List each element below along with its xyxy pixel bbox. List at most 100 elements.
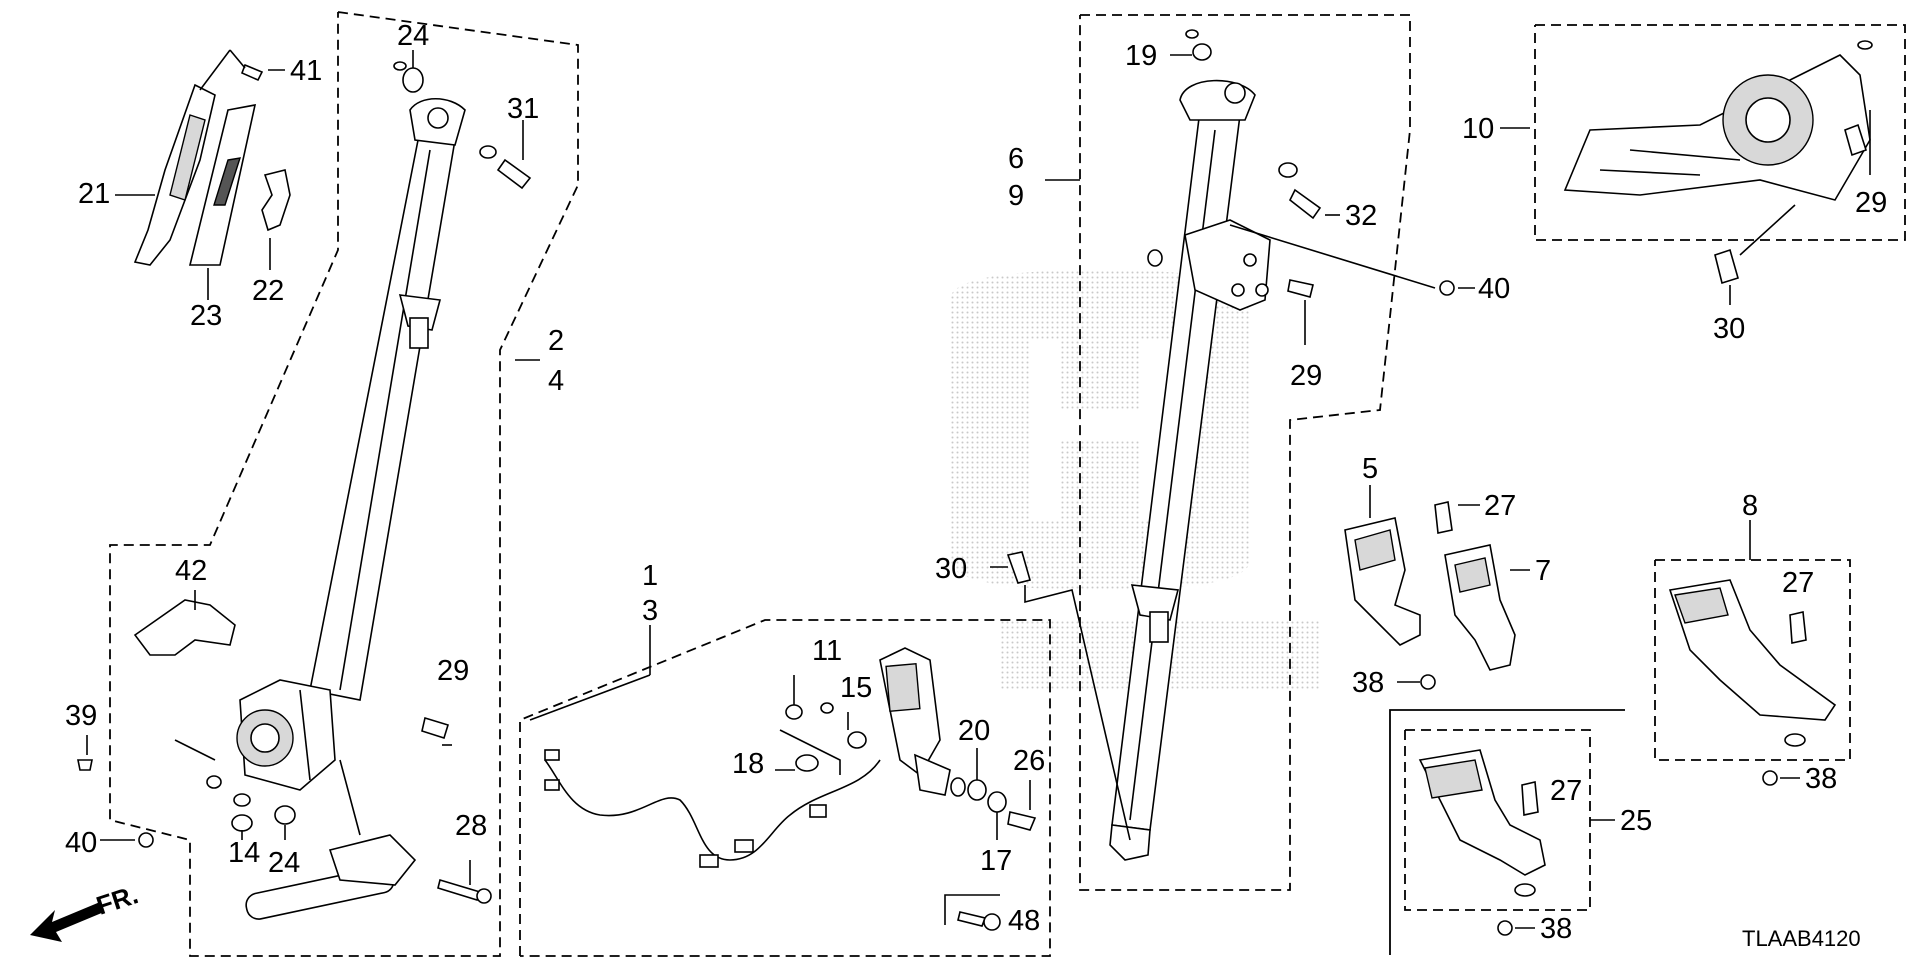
callout-29: 29 — [437, 655, 469, 687]
washer-11 — [785, 704, 803, 720]
callout-42: 42 — [175, 555, 207, 587]
clip-39 — [77, 759, 93, 771]
callout-2: 2 — [548, 325, 564, 357]
bolt-38-group8 — [1762, 770, 1778, 786]
callout-17: 17 — [980, 845, 1012, 877]
callout-29: 29 — [1290, 360, 1322, 392]
retractor-10 — [1563, 54, 1871, 201]
bolt-40-rear — [1439, 280, 1455, 296]
callout-5: 5 — [1362, 453, 1378, 485]
callout-4: 4 — [548, 365, 564, 397]
callout-27: 27 — [1782, 567, 1814, 599]
callout-10: 10 — [1462, 113, 1494, 145]
callout-21: 21 — [78, 178, 110, 210]
group-10-outline — [1534, 24, 1906, 241]
callout-18: 18 — [732, 748, 764, 780]
washer-15 — [847, 731, 867, 749]
callout-19: 19 — [1125, 40, 1157, 72]
callout-20: 20 — [958, 715, 990, 747]
bolt-48 — [957, 911, 987, 927]
callout-38: 38 — [1540, 913, 1572, 945]
rear-belt-group-6-9 — [990, 14, 1475, 891]
bolt-29-left — [421, 716, 450, 740]
bolt-30-retractor — [1714, 248, 1739, 285]
washer-17 — [987, 791, 1007, 813]
callout-27: 27 — [1550, 775, 1582, 807]
bolt-38-buckle — [1420, 674, 1436, 690]
pillar-trim-group — [115, 49, 291, 300]
bolt-27-group8 — [1789, 611, 1807, 644]
group-6-9-outline — [1079, 14, 1411, 891]
front-direction-arrow: FR. — [30, 879, 142, 942]
front-seat-belt-group-2-4 — [77, 11, 579, 957]
callout-38: 38 — [1805, 763, 1837, 795]
bolt-29-retractor — [1844, 123, 1867, 157]
bolt-27-buckle — [1434, 501, 1453, 534]
rear-lower-anchor — [1109, 824, 1151, 861]
callout-26: 26 — [1013, 745, 1045, 777]
washer-14 — [231, 814, 253, 832]
bolt-40-left — [138, 832, 154, 848]
harness-wire — [544, 759, 881, 861]
callout-24: 24 — [397, 20, 429, 52]
rear-upper-anchor — [1179, 79, 1256, 121]
callout-labels: 24 41 31 21 23 22 2 4 42 39 40 14 24 29 … — [65, 20, 1887, 945]
callout-48: 48 — [1008, 905, 1040, 937]
screw-41 — [240, 63, 264, 82]
callout-30: 30 — [935, 553, 967, 585]
front-retractor — [236, 679, 336, 791]
callout-38: 38 — [1352, 667, 1384, 699]
callout-39: 39 — [65, 700, 97, 732]
washer-20 — [967, 779, 987, 801]
nut-24-lower — [274, 805, 296, 825]
nut-19 — [1192, 43, 1212, 61]
front-belt-webbing — [309, 128, 456, 701]
rear-retractor — [1184, 219, 1271, 311]
diagram-code: TLAAB4120 — [1742, 926, 1861, 951]
group-25-outline — [1404, 729, 1591, 911]
retractor-group-10 — [1500, 24, 1906, 305]
callout-27: 27 — [1484, 490, 1516, 522]
group-2-4-outline — [109, 11, 579, 957]
bolt-27-group25 — [1521, 781, 1539, 816]
callout-3: 3 — [642, 595, 658, 627]
rear-buckles-5-7 — [1344, 485, 1530, 690]
callout-40: 40 — [65, 827, 97, 859]
group-25-frame — [1389, 709, 1625, 955]
callout-6: 6 — [1008, 143, 1024, 175]
group-1-3-outline — [519, 619, 1051, 957]
callout-9: 9 — [1008, 180, 1024, 212]
callout-24: 24 — [268, 847, 300, 879]
callout-32: 32 — [1345, 200, 1377, 232]
bolt-29-rear — [1287, 279, 1314, 298]
callout-23: 23 — [190, 300, 222, 332]
buckle-harness-group-1-3 — [519, 619, 1051, 957]
callout-1: 1 — [642, 560, 658, 592]
cover-22 — [261, 169, 291, 232]
bolt-28 — [437, 878, 482, 901]
bolt-32 — [1288, 188, 1322, 220]
callout-29: 29 — [1855, 187, 1887, 219]
callout-25: 25 — [1620, 805, 1652, 837]
buckle-group-8 — [1654, 520, 1851, 786]
callout-40: 40 — [1478, 273, 1510, 305]
pillar-cover-42 — [133, 599, 236, 656]
callout-8: 8 — [1742, 490, 1758, 522]
callout-15: 15 — [840, 672, 872, 704]
brand-watermark-logo — [950, 270, 1320, 690]
bolt-31 — [496, 158, 532, 190]
front-marker-text: FR. — [93, 879, 142, 920]
bolt-38-group25 — [1497, 920, 1513, 936]
callout-11: 11 — [812, 635, 842, 667]
callout-7: 7 — [1535, 555, 1551, 587]
bolt-26 — [1007, 811, 1037, 831]
bolt-30-rear — [1006, 551, 1031, 584]
callout-14: 14 — [228, 837, 260, 869]
nut-24-upper — [402, 67, 424, 93]
callout-31: 31 — [507, 93, 539, 125]
callout-30: 30 — [1713, 313, 1745, 345]
front-lower-anchor-bar — [245, 759, 417, 920]
callout-22: 22 — [252, 275, 284, 307]
callout-41: 41 — [290, 55, 322, 87]
